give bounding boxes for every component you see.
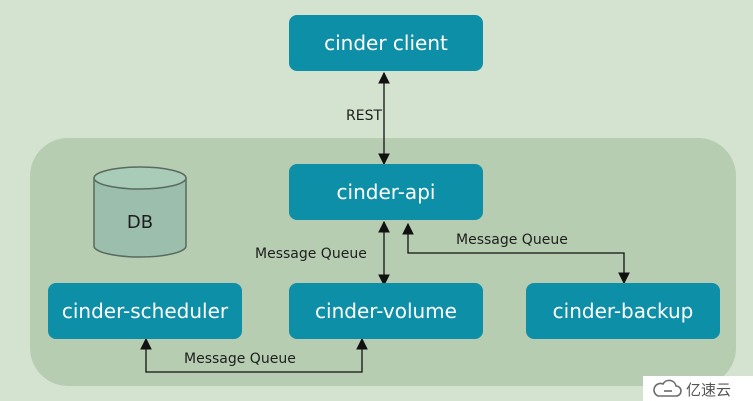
watermark-text: 亿速云 (686, 381, 731, 399)
cinder-backup-node: cinder-backup (526, 283, 720, 339)
cinder-scheduler-node: cinder-scheduler (48, 283, 242, 339)
cloud-logo-icon (653, 379, 682, 397)
cinder-scheduler-label: cinder-scheduler (62, 299, 229, 323)
cinder-backup-label: cinder-backup (553, 299, 694, 323)
cinder-api-node: cinder-api (289, 164, 483, 220)
api-backup-queue-label: Message Queue (456, 232, 568, 248)
cinder-api-box (289, 164, 483, 220)
watermark-background (643, 376, 753, 401)
cinder-api-label: cinder-api (337, 180, 436, 204)
cinder-client-node: cinder client (289, 15, 483, 71)
cinder-client-label: cinder client (324, 31, 448, 55)
cinder-volume-node: cinder-volume (289, 283, 483, 339)
api-volume-queue-label: Message Queue (255, 246, 367, 262)
database-cylinder-icon (93, 166, 187, 258)
watermark: 亿速云 (643, 376, 753, 401)
cinder-volume-label: cinder-volume (315, 299, 457, 323)
rest-label: REST (346, 108, 382, 124)
cinder-backup-box (526, 283, 720, 339)
database: DB (93, 166, 187, 258)
database-label: DB (127, 212, 153, 233)
cinder-client-box (289, 15, 483, 71)
scheduler-volume-connector (140, 337, 368, 373)
connectors (140, 71, 630, 373)
scheduler-volume-queue-label: Message Queue (184, 351, 296, 367)
cinder-scheduler-box (48, 283, 242, 339)
api-backup-connector (402, 222, 630, 285)
cinder-volume-box (289, 283, 483, 339)
